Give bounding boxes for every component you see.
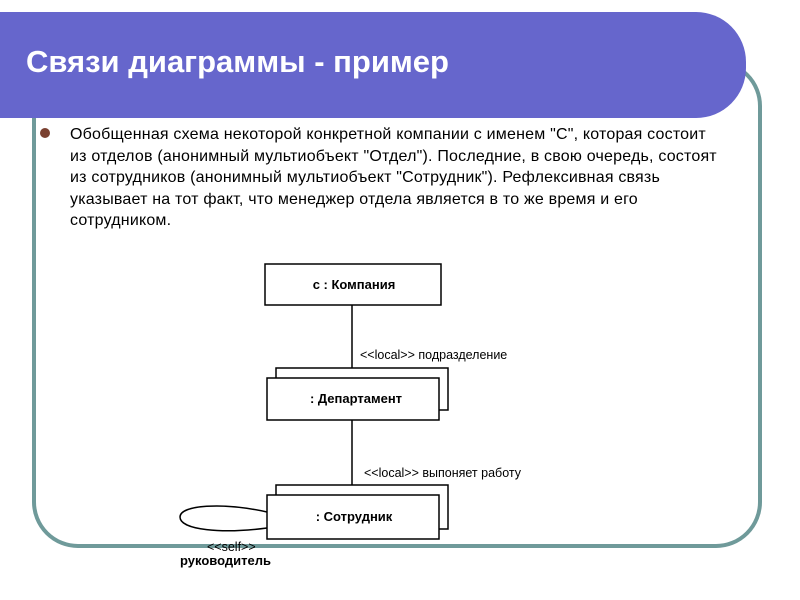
company-box	[264, 263, 442, 306]
company-label: с : Компания	[313, 277, 396, 292]
department-box	[266, 377, 440, 421]
employee-box	[266, 494, 440, 540]
link2-label: <<local>> выпоняет работу	[364, 466, 522, 480]
title-banner	[0, 12, 746, 118]
self-stereotype-label: <<self>>	[207, 540, 256, 554]
self-link-loop	[179, 505, 268, 532]
title-underline	[0, 106, 708, 109]
slide-title: Связи диаграммы - пример	[26, 44, 449, 79]
link1-label: <<local>> подразделение	[360, 348, 507, 362]
department-label: : Департамент	[310, 391, 402, 406]
slide-body-text: Обобщенная схема некоторой конкретной ко…	[70, 126, 717, 229]
employee-label: : Сотрудник	[316, 509, 393, 524]
self-role-label: руководитель	[180, 553, 271, 568]
bullet-dot-icon: bullet-dot-icon	[40, 128, 50, 138]
